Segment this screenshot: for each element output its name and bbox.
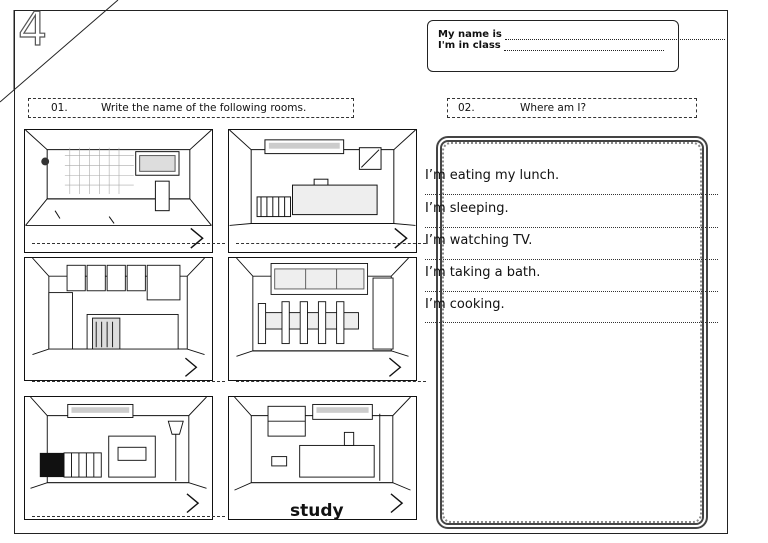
exercise1-number: 01. [51,102,68,114]
answer-line-1[interactable] [32,243,225,244]
sentence-2: I’m sleeping. [425,201,509,216]
answer-dotline-3[interactable] [425,259,718,260]
exercise2-text: Where am I? [520,102,587,114]
room-study-illustration [228,396,417,520]
name-label: My name is [438,29,502,40]
answer-line-2[interactable] [236,243,426,244]
room-answer-study: study [290,501,344,521]
rope-frame-inner [442,142,702,523]
answer-line-5[interactable] [32,516,225,517]
answer-line-3[interactable] [32,381,225,382]
answer-line-4[interactable] [236,381,426,382]
sentence-5: I’m cooking. [425,297,505,312]
student-info-box [427,20,679,72]
sentence-1: I’m eating my lunch. [425,168,560,183]
page-border [14,10,728,534]
exercise2-number: 02. [458,102,475,114]
class-row: I'm in class [438,40,664,51]
corner-decoration [0,0,119,103]
answer-dotline-1[interactable] [425,194,718,195]
room-bedroom-illustration [228,129,417,253]
answer-dotline-5[interactable] [425,322,718,323]
exercise1-instruction: 01. Write the name of the following room… [28,98,354,118]
answer-dotline-2[interactable] [425,227,718,228]
exercise2-instruction: 02. Where am I? [447,98,697,118]
room-kitchen-illustration [24,257,213,381]
rope-frame [436,136,708,529]
exercise1-text: Write the name of the following rooms. [101,102,307,114]
name-row: My name is [438,29,725,40]
sentence-3: I’m watching TV. [425,233,533,248]
room-bathroom-illustration [24,129,213,253]
room-dining-illustration [228,257,417,381]
name-field[interactable] [504,30,725,40]
class-field[interactable] [503,41,664,51]
answer-dotline-4[interactable] [425,291,718,292]
sentence-4: I’m taking a bath. [425,265,541,280]
unit-number: 4 [17,2,48,56]
room-living-illustration [24,396,213,520]
class-label: I'm in class [438,40,501,51]
